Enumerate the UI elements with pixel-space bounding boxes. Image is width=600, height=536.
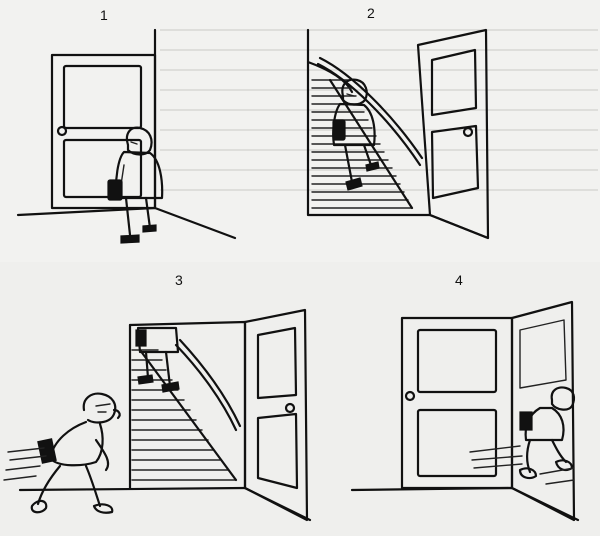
door-knob-icon xyxy=(56,125,68,137)
briefcase-icon xyxy=(332,119,346,141)
closed-door xyxy=(400,316,514,490)
running-man-figure xyxy=(3,392,121,514)
motion-lines xyxy=(469,445,523,469)
door-knob-icon xyxy=(404,390,416,402)
door-knob-icon xyxy=(284,402,296,414)
briefcase-icon xyxy=(135,329,147,347)
panel-number-3: 3 xyxy=(175,272,183,288)
staircase xyxy=(306,56,424,210)
panel-4 xyxy=(350,300,580,522)
background-texture xyxy=(160,29,598,191)
handrail xyxy=(316,62,422,167)
open-door xyxy=(243,308,309,522)
closed-door xyxy=(50,53,157,210)
briefcase-icon xyxy=(37,438,57,464)
open-door xyxy=(416,28,490,240)
man-figure xyxy=(135,326,180,393)
panel-number-2: 2 xyxy=(367,5,375,21)
panel-3 xyxy=(3,308,312,522)
man-figure xyxy=(518,386,576,485)
briefcase-icon xyxy=(519,411,533,431)
briefcase-icon xyxy=(107,179,123,201)
panel-1 xyxy=(16,28,237,244)
motion-lines xyxy=(7,447,45,453)
open-door xyxy=(510,300,576,522)
panel-number-1: 1 xyxy=(100,7,108,23)
man-figure xyxy=(107,126,164,244)
handrail xyxy=(174,343,238,432)
panel-number-4: 4 xyxy=(455,272,463,288)
man-figure xyxy=(332,78,380,191)
panel-2 xyxy=(306,28,490,240)
door-knob-icon xyxy=(462,126,474,138)
staircase xyxy=(128,320,247,490)
top-strip xyxy=(0,0,600,262)
